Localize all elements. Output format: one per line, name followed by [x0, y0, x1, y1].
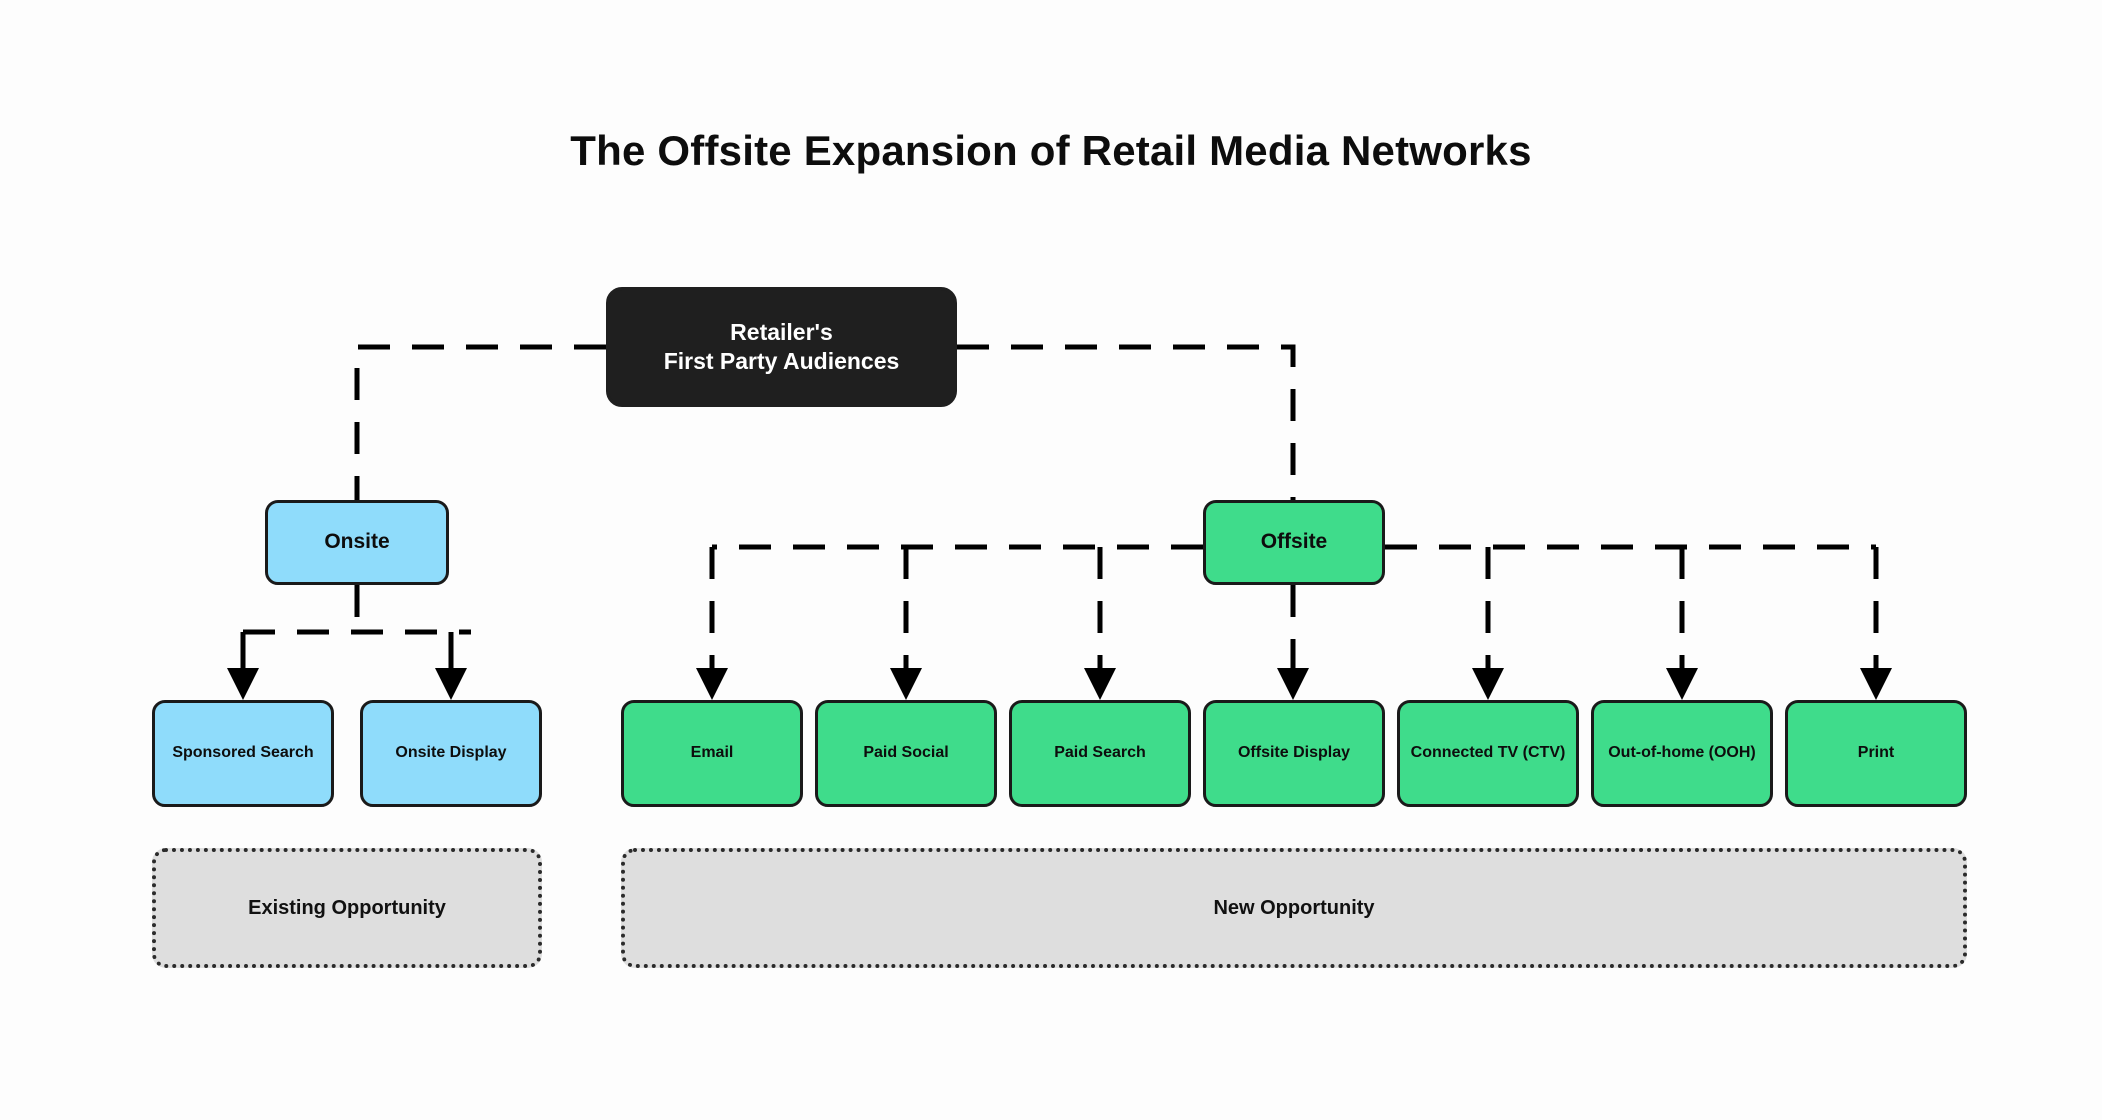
banner-existing-opportunity: Existing Opportunity	[152, 848, 542, 968]
arrowhead-email	[696, 668, 728, 700]
arrowhead-sponsored-search	[227, 668, 259, 700]
node-paid-search[interactable]: Paid Search	[1009, 700, 1191, 807]
arrowhead-print	[1860, 668, 1892, 700]
node-onsite[interactable]: Onsite	[265, 500, 449, 585]
node-offsite[interactable]: Offsite	[1203, 500, 1385, 585]
node-sponsored-search[interactable]: Sponsored Search	[152, 700, 334, 807]
node-print[interactable]: Print	[1785, 700, 1967, 807]
banner-new-opportunity: New Opportunity	[621, 848, 1967, 968]
page-title: The Offsite Expansion of Retail Media Ne…	[570, 127, 1532, 174]
node-paid-social[interactable]: Paid Social	[815, 700, 997, 807]
node-connected-tv[interactable]: Connected TV (CTV)	[1397, 700, 1579, 807]
node-onsite-display[interactable]: Onsite Display	[360, 700, 542, 807]
node-out-of-home[interactable]: Out-of-home (OOH)	[1591, 700, 1773, 807]
node-offsite-display[interactable]: Offsite Display	[1203, 700, 1385, 807]
arrowhead-paid-search	[1084, 668, 1116, 700]
arrowhead-offsite-display	[1277, 668, 1309, 700]
arrowhead-connected-tv	[1472, 668, 1504, 700]
edge-onsite-bus	[243, 585, 471, 635]
arrowhead-out-of-home	[1666, 668, 1698, 700]
node-email[interactable]: Email	[621, 700, 803, 807]
arrowhead-onsite-display	[435, 668, 467, 700]
edge-root-to-offsite	[957, 344, 1296, 500]
node-retailer-first-party-audiences[interactable]: Retailer's First Party Audiences	[606, 287, 957, 407]
arrowhead-paid-social	[890, 668, 922, 700]
edge-root-to-onsite	[354, 344, 606, 500]
